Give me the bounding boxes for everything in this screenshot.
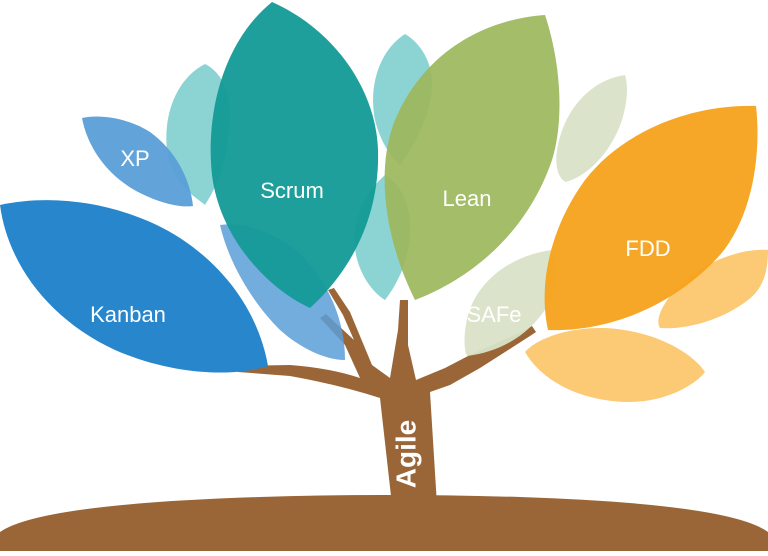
leaf-label-xp: XP xyxy=(120,146,149,171)
leaf-kanban xyxy=(0,200,268,373)
leaf-safe xyxy=(464,250,556,356)
leaf-label-fdd: FDD xyxy=(625,236,670,261)
tree-trunk xyxy=(236,288,536,505)
trunk-label-agile: Agile xyxy=(390,420,421,488)
leaf-decor xyxy=(556,75,627,182)
leaf-fdd xyxy=(544,105,758,331)
leaf-label-safe: SAFe xyxy=(466,302,521,327)
leaf-lean xyxy=(384,15,560,300)
leaf-label-scrum: Scrum xyxy=(260,178,324,203)
leaf-label-kanban: Kanban xyxy=(90,302,166,327)
ground xyxy=(0,495,768,551)
leaf-decor xyxy=(525,327,705,403)
leaf-scrum xyxy=(210,2,379,308)
leaf-decor xyxy=(658,249,768,329)
leaf-xp xyxy=(82,116,193,207)
leaf-label-lean: Lean xyxy=(443,186,492,211)
